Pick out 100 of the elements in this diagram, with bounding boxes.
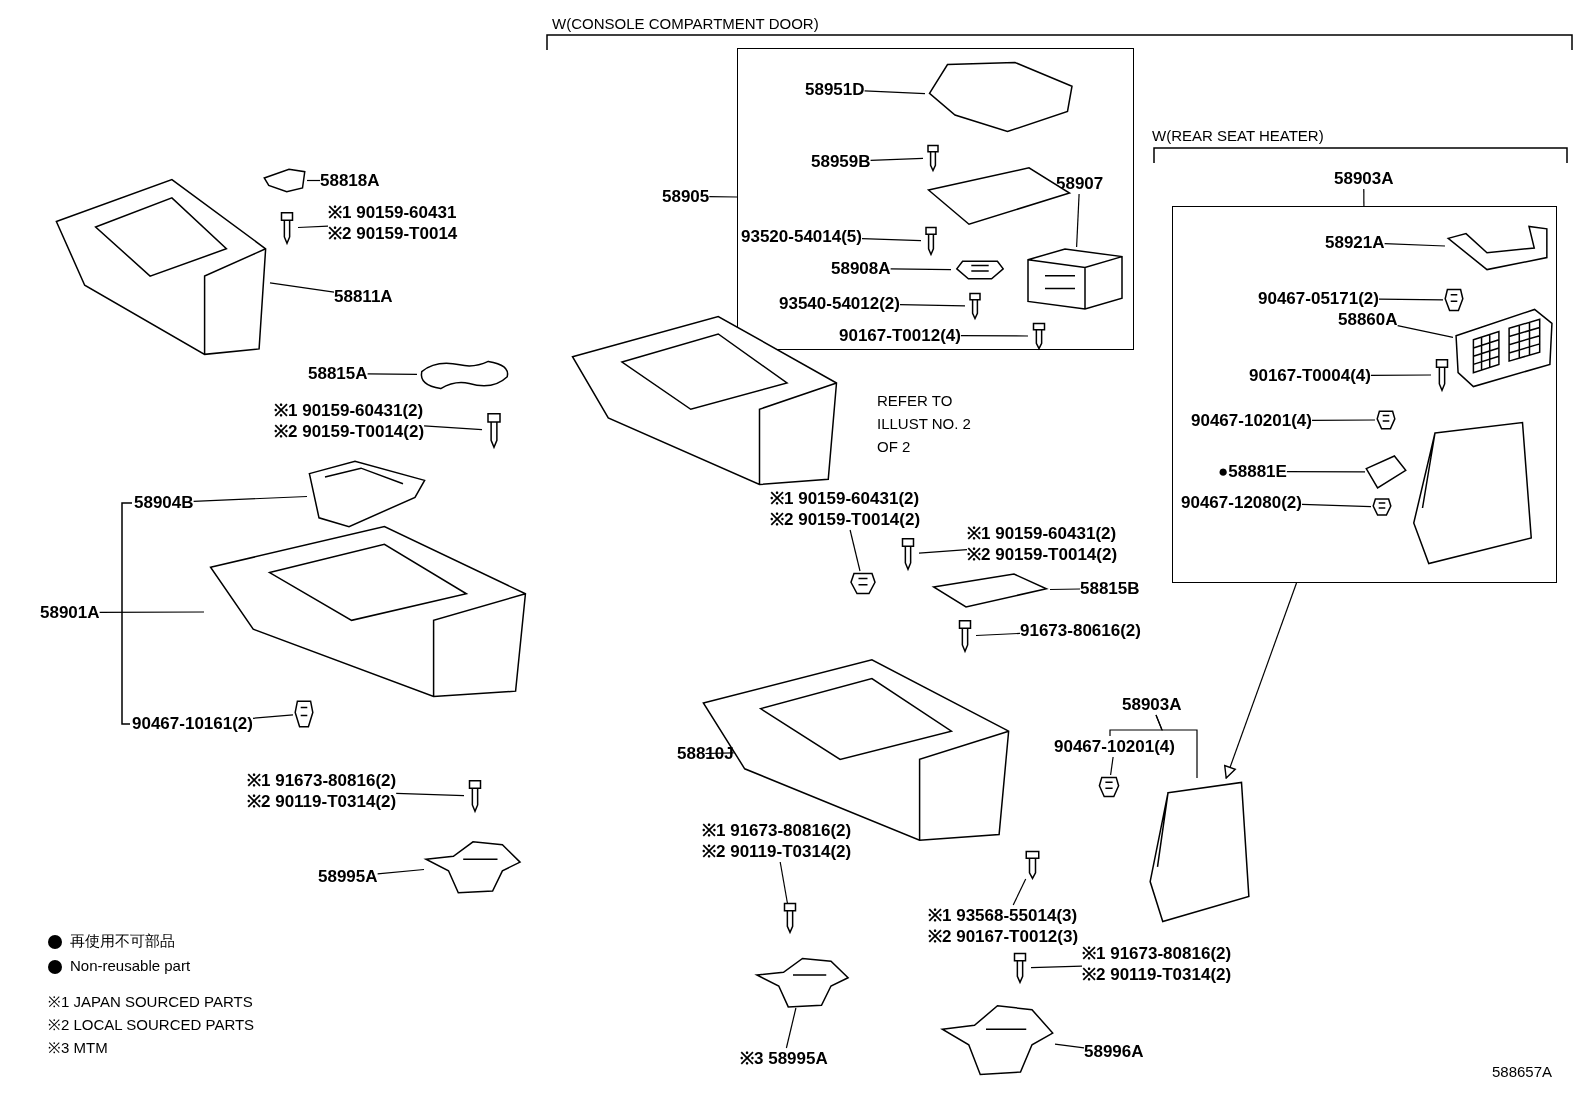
switch-drawing (1025, 247, 1125, 311)
part-number: 58908A (831, 258, 891, 279)
part-number: ※1 90159-60431(2) (967, 523, 1118, 544)
part-number: ※1 90159-60431(2) (770, 488, 921, 509)
part-number: 90167-T0012(4) (839, 325, 961, 346)
drawing-number: 588657A (1492, 1063, 1553, 1080)
leader-line (864, 90, 926, 95)
leader-line (960, 335, 1029, 337)
leader-line (423, 425, 483, 431)
part-number: 90167-T0004(4) (1249, 365, 1371, 386)
leader-line (377, 868, 425, 875)
clip-drawing (1443, 287, 1465, 313)
assembly-frame (737, 48, 1134, 350)
note-text: ※1 JAPAN SOURCED PARTS (48, 992, 253, 1011)
leader-line (890, 268, 952, 271)
part-number: ※3 58995A (740, 1048, 828, 1069)
leader-line (849, 529, 861, 572)
legend-text: 再使用不可部品 (70, 932, 175, 951)
part-number: 58996A (1084, 1041, 1144, 1062)
part-number: 58905 (662, 186, 710, 207)
part-number: 58818A (320, 170, 380, 191)
part-number: 58951D (805, 79, 865, 100)
part-number: ※2 90159-T0014(2) (770, 509, 921, 530)
leader-line (1076, 193, 1080, 248)
part-number: 58995A (318, 866, 378, 887)
pad-drawing (930, 573, 1050, 608)
part-number: 90467-12080(2) (1181, 492, 1302, 513)
leader-line (1012, 878, 1027, 906)
part-number: 93520-54014(5) (741, 226, 862, 247)
part-number: ※1 91673-80816(2) (1082, 943, 1232, 964)
leader-line (785, 1007, 797, 1049)
note-text: W(CONSOLE COMPARTMENT DOOR) (552, 15, 819, 32)
part-number: 58921A (1325, 232, 1385, 253)
part-number: ※1 91673-80816(2) (247, 770, 397, 791)
leader-line (1311, 419, 1376, 421)
leader-line (99, 611, 205, 613)
part-number: ※2 90159-T0014(2) (967, 544, 1118, 565)
part-number: 58959B (811, 151, 871, 172)
part-number: 58811A (334, 286, 393, 307)
legend-text: Non-reusable part (70, 957, 191, 974)
leader-line (779, 861, 788, 904)
part-number: ※2 90119-T0314(2) (1082, 964, 1232, 985)
part-number: ※1 91673-80816(2) (702, 820, 852, 841)
leader-line (870, 157, 924, 161)
leader-line (1054, 1043, 1085, 1049)
leader-line (1384, 243, 1446, 247)
part-number: 90467-10201(4) (1191, 410, 1312, 431)
part-number: 58903A (1334, 168, 1394, 189)
part-number: 58907 (1056, 173, 1104, 194)
clip-drawing (1371, 497, 1393, 517)
clip-drawing (1097, 775, 1121, 799)
part-number: 58815B (1080, 578, 1140, 599)
part-number: 90467-05171(2) (1258, 288, 1379, 309)
leader-line (1301, 503, 1372, 508)
part-number: 90467-10201(4) (1054, 736, 1175, 757)
leader-line (1109, 714, 1163, 737)
arrow (1224, 582, 1298, 779)
leader-line (708, 196, 738, 198)
leader-line (1030, 965, 1083, 969)
part-number: ※1 93568-55014(3) (928, 905, 1079, 926)
leader-line (367, 373, 418, 375)
leader-line (1286, 471, 1366, 473)
leader-line (1378, 298, 1444, 301)
note-text: W(REAR SEAT HEATER) (1152, 127, 1324, 144)
note-text: ※3 MTM (48, 1038, 108, 1057)
leader-line (297, 225, 329, 229)
leader-line (269, 282, 335, 293)
leader-line (899, 304, 966, 307)
vent-drawing (1453, 307, 1555, 389)
part-number: ●58881E (1218, 461, 1287, 482)
part-number: ※2 90159-T0014 (328, 223, 458, 244)
leader-line (1370, 374, 1432, 376)
part-number: ※2 90119-T0314(2) (702, 841, 852, 862)
part-number: 58903A (1122, 694, 1182, 715)
part-number: ※2 90119-T0314(2) (247, 791, 397, 812)
part-number: 58810J (677, 743, 734, 764)
leader-line (1397, 325, 1454, 338)
leader-line (395, 792, 465, 797)
pad-drawing (1365, 455, 1407, 489)
part-number: 58860A (1338, 309, 1398, 330)
leader-line (918, 549, 968, 554)
leader-line (252, 714, 294, 719)
part-number: 58815A (308, 363, 368, 384)
clip-drawing (293, 698, 315, 730)
leader-line (861, 238, 922, 242)
part-number: 91673-80616(2) (1020, 620, 1141, 641)
cap-drawing (262, 168, 307, 193)
part-number: 58901A (40, 602, 100, 623)
cupholder-drawing (307, 460, 427, 528)
trim-drawing (1445, 224, 1550, 272)
clip-drawing (1375, 409, 1397, 431)
leader-line (975, 632, 1021, 637)
note-text: REFER TO ILLUST NO. 2 OF 2 (877, 391, 972, 457)
part-number: ※1 90159-60431(2) (274, 400, 425, 421)
part-number: ※2 90159-T0014(2) (274, 421, 425, 442)
clip-drawing (848, 571, 878, 596)
part-number: 93540-54012(2) (779, 293, 900, 314)
part-number: 90467-10161(2) (132, 713, 253, 734)
leader-line (704, 752, 735, 755)
leader-line (193, 495, 308, 502)
